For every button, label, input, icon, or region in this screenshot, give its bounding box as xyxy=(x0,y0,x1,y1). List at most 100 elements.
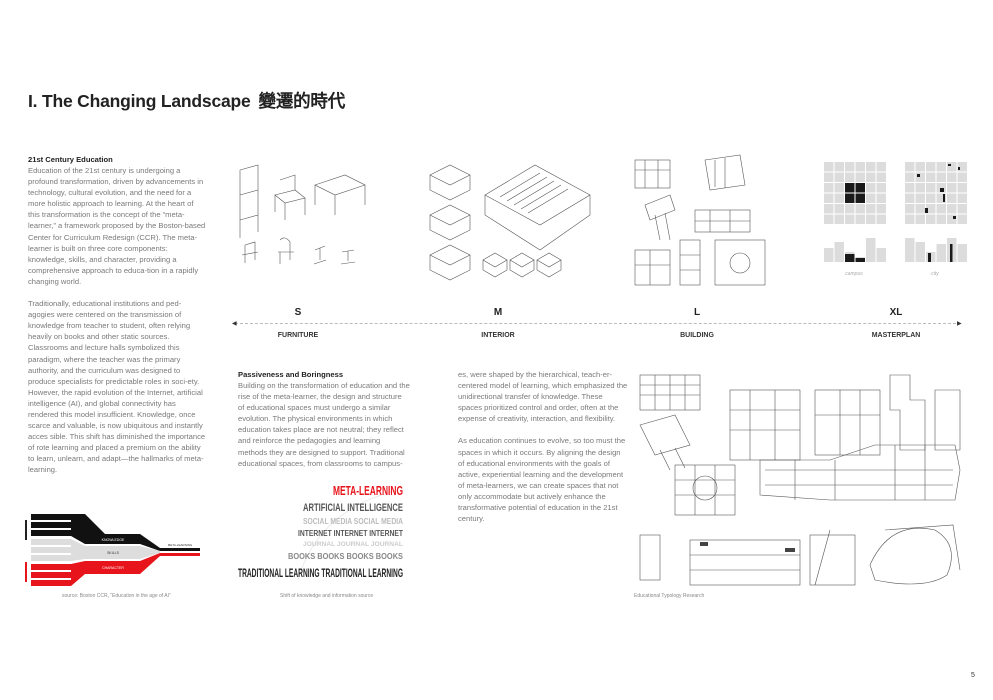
sankey-character: CHARACTER xyxy=(102,566,124,570)
scale-label-masterplan: MASTERPLAN xyxy=(871,332,921,339)
grid-cell xyxy=(957,183,967,193)
paragraph: Building on the transformation of educat… xyxy=(238,381,410,468)
building-mark xyxy=(940,188,944,192)
interior-drawings xyxy=(429,164,591,281)
campus-grid xyxy=(824,162,886,224)
skyline-bar xyxy=(905,238,915,262)
grid-cell xyxy=(915,204,925,214)
grid-cell xyxy=(936,183,946,193)
grid-cell xyxy=(905,172,915,182)
title-main: I. The Changing Landscape xyxy=(28,91,251,111)
grid-cell xyxy=(876,183,886,193)
sankey-skills: SKILLS xyxy=(107,551,120,555)
grid-cell xyxy=(926,214,936,224)
building-plans xyxy=(634,154,766,286)
page-number: 5 xyxy=(971,672,975,679)
skyline-bar-dark xyxy=(855,258,865,262)
grid-cell xyxy=(947,214,957,224)
grid-cell xyxy=(824,162,834,172)
grid-cell xyxy=(824,193,834,203)
grid-cell xyxy=(936,204,946,214)
grid-cell xyxy=(926,162,936,172)
grid-cell xyxy=(957,172,967,182)
word-journal: JOURNAL JOURNAL JOURNAL xyxy=(303,542,403,548)
word-meta-learning: META-LEARNING xyxy=(333,483,403,498)
word-internet: INTERNET INTERNET INTERNET xyxy=(298,529,403,538)
paragraph: Traditionally, educational institutions … xyxy=(28,299,206,475)
skyline-bar xyxy=(936,244,946,262)
word-social-media: SOCIAL MEDIA SOCIAL MEDIA xyxy=(303,517,403,526)
grid-cell xyxy=(947,172,957,182)
grid-cell xyxy=(845,214,855,224)
scale-label-building: BUILDING xyxy=(680,332,714,339)
grid-cell xyxy=(834,193,844,203)
grid-cell xyxy=(866,183,876,193)
grid-cell xyxy=(845,193,855,203)
grid-cell xyxy=(915,183,925,193)
skyline-bar xyxy=(876,248,886,262)
grid-cell xyxy=(905,193,915,203)
grid-cell xyxy=(834,162,844,172)
paragraph: As education continues to evolve, so too… xyxy=(458,436,626,524)
caption-sankey: source: Boston CCR, “Education in the ag… xyxy=(62,593,171,599)
grid-cell xyxy=(845,172,855,182)
section-heading: 21st Century Education xyxy=(28,155,113,164)
skyline-bar xyxy=(957,244,967,262)
grid-cell xyxy=(845,183,855,193)
skyline-bar xyxy=(915,242,925,262)
floor-plans-collage xyxy=(639,374,961,586)
word-books: BOOKS BOOKS BOOKS BOOKS xyxy=(288,552,404,561)
grid-cell xyxy=(866,214,876,224)
grid-cell xyxy=(876,204,886,214)
campus-label: campus xyxy=(845,271,863,277)
grid-cell xyxy=(855,183,865,193)
grid-cell xyxy=(926,172,936,182)
grid-cell xyxy=(845,162,855,172)
skyline-bars xyxy=(824,238,967,262)
grid-cell xyxy=(926,193,936,203)
grid-cell xyxy=(957,162,967,172)
grid-cell xyxy=(866,162,876,172)
grid-cell xyxy=(824,214,834,224)
grid-cell xyxy=(957,204,967,214)
grid-cell xyxy=(905,183,915,193)
knowledge-wordcloud: META-LEARNING ARTIFICIAL INTELLIGENCE SO… xyxy=(238,483,404,581)
scale-l: L xyxy=(693,307,701,318)
grid-cell xyxy=(957,193,967,203)
building-mark xyxy=(958,167,960,170)
paragraph: Education of the 21st century is undergo… xyxy=(28,166,206,286)
grid-cell xyxy=(905,162,915,172)
scale-xl: XL xyxy=(889,307,903,318)
title-cjk: 變遷的時代 xyxy=(258,92,346,112)
grid-cell xyxy=(866,193,876,203)
city-grid xyxy=(905,162,967,224)
building-mark xyxy=(948,164,951,166)
grid-cell xyxy=(866,172,876,182)
arrow-right-icon: ▶ xyxy=(957,321,962,327)
skyline-bar xyxy=(834,242,844,262)
grid-cell xyxy=(876,214,886,224)
building-mark xyxy=(917,174,920,177)
grid-cell xyxy=(824,204,834,214)
grid-cell xyxy=(876,193,886,203)
grid-cell xyxy=(855,214,865,224)
grid-cell xyxy=(926,183,936,193)
skyline-bar-dark xyxy=(950,244,953,262)
grid-cell xyxy=(947,183,957,193)
grid-cell xyxy=(915,193,925,203)
meta-learning-sankey: KNOWLEDGE SKILLS CHARACTER META-LEARNING xyxy=(25,514,200,586)
skyline-bar xyxy=(824,248,834,262)
word-traditional-learning: TRADITIONAL LEARNING TRADITIONAL LEARNIN… xyxy=(238,566,403,580)
section-passiveness-continued: es, were shaped by the hierarchical, tea… xyxy=(458,369,628,535)
section-21st-century-education: 21st Century Education Education of the … xyxy=(28,154,206,487)
skyline-bar-dark xyxy=(928,253,931,262)
grid-cell xyxy=(855,162,865,172)
scale-m: M xyxy=(493,307,503,318)
grid-cell xyxy=(947,204,957,214)
sankey-knowledge: KNOWLEDGE xyxy=(102,538,125,542)
building-mark xyxy=(925,208,928,213)
sankey-meta-learning: META-LEARNING xyxy=(168,543,193,547)
grid-cell xyxy=(936,172,946,182)
scale-label-furniture: FURNITURE xyxy=(277,332,319,339)
grid-cell xyxy=(936,214,946,224)
